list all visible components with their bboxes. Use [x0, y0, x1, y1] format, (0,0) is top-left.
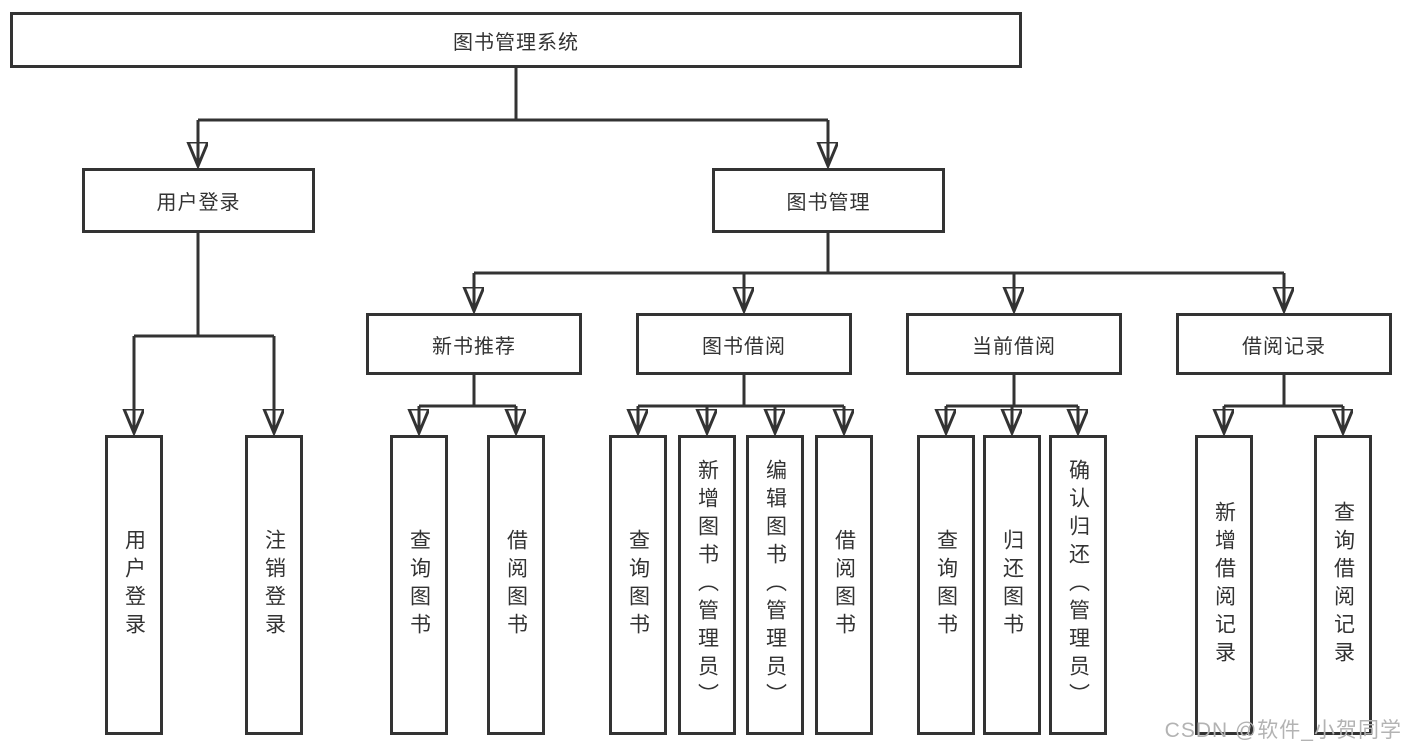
node-label: 新书推荐	[432, 335, 516, 358]
node-label: 借阅记录	[1242, 335, 1326, 358]
node-label: 图书管理	[786, 192, 871, 214]
node-label: 用户登录	[156, 192, 241, 214]
node-label: 新增图书（管理员）	[695, 459, 719, 711]
node-label: 查询借阅记录	[1331, 501, 1355, 669]
node-leaf-return-book: 归还图书	[983, 435, 1041, 735]
node-leaf-logout: 注销登录	[245, 435, 303, 735]
node-leaf-borrow-books-2: 借阅图书	[815, 435, 873, 735]
node-label: 查询图书	[626, 529, 650, 641]
node-leaf-add-borrow-record: 新增借阅记录	[1195, 435, 1253, 735]
node-label: 注销登录	[262, 529, 286, 641]
node-label: 当前借阅	[972, 335, 1056, 358]
node-leaf-edit-book-admin: 编辑图书（管理员）	[746, 435, 804, 735]
node-label: 新增借阅记录	[1212, 501, 1236, 669]
node-leaf-query-books-2: 查询图书	[609, 435, 667, 735]
node-leaf-add-book-admin: 新增图书（管理员）	[678, 435, 736, 735]
node-label: 图书借阅	[702, 335, 786, 358]
node-leaf-query-books-1: 查询图书	[390, 435, 448, 735]
node-label: 查询图书	[934, 529, 958, 641]
node-user-login: 用户登录	[82, 168, 315, 233]
node-book-management: 图书管理	[712, 168, 945, 233]
node-leaf-query-books-3: 查询图书	[917, 435, 975, 735]
csdn-watermark: CSDN @软件_小贺同学	[1164, 719, 1402, 742]
node-current-borrow: 当前借阅	[906, 313, 1122, 375]
node-leaf-borrow-books-1: 借阅图书	[487, 435, 545, 735]
node-label: 确认归还（管理员）	[1066, 459, 1090, 711]
node-label: 查询图书	[407, 529, 431, 641]
node-label: 归还图书	[1000, 529, 1024, 641]
node-label: 借阅图书	[504, 529, 528, 641]
node-label: 借阅图书	[832, 529, 856, 641]
node-leaf-confirm-return-admin: 确认归还（管理员）	[1049, 435, 1107, 735]
node-new-book-recommend: 新书推荐	[366, 313, 582, 375]
node-label: 编辑图书（管理员）	[763, 459, 787, 711]
node-label: 图书管理系统	[453, 31, 579, 54]
node-borrow-records: 借阅记录	[1176, 313, 1392, 375]
node-root-system: 图书管理系统	[10, 12, 1022, 68]
node-book-borrow: 图书借阅	[636, 313, 852, 375]
node-leaf-query-borrow-record: 查询借阅记录	[1314, 435, 1372, 735]
node-leaf-user-login: 用户登录	[105, 435, 163, 735]
node-label: 用户登录	[122, 529, 146, 641]
